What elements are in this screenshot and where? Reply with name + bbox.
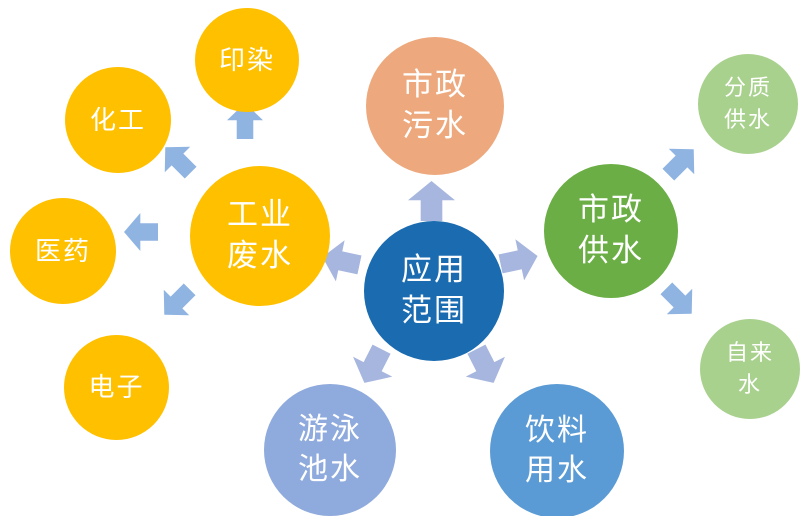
arrow-supply-to-tap-water	[654, 276, 705, 327]
node-quality-water-supply-label: 分质 供水	[723, 75, 772, 132]
arrow-industrial-to-electronics	[152, 277, 203, 328]
node-electronics-label: 电子	[88, 372, 145, 403]
node-pharmaceutical-label: 医药	[34, 235, 91, 266]
node-printing-dyeing-label: 印染	[218, 44, 275, 75]
node-tap-water-label: 自来 水	[725, 340, 774, 397]
node-municipal-supply-label: 市政 供水	[578, 192, 644, 268]
node-application-scope: 应用 范围	[364, 221, 504, 361]
node-beverage-water: 饮料 用水	[490, 384, 624, 516]
node-municipal-supply: 市政 供水	[544, 164, 678, 298]
node-swimming-pool-water: 游泳 池水	[264, 384, 396, 516]
node-chemical: 化工	[65, 67, 171, 173]
node-municipal-sewage-label: 市政 污水	[402, 67, 468, 143]
node-application-scope-label: 应用 范围	[401, 252, 467, 328]
node-tap-water: 自来 水	[700, 319, 800, 419]
node-printing-dyeing: 印染	[195, 8, 299, 112]
node-beverage-water-label: 饮料 用水	[525, 414, 589, 487]
node-swimming-pool-water-label: 游泳 池水	[298, 413, 362, 486]
arrow-center-to-municipal-supply	[496, 236, 542, 285]
arrow-center-to-municipal-sewage	[408, 181, 455, 221]
arrow-industrial-to-pharmaceutical	[124, 213, 158, 251]
node-industrial-wastewater: 工业 废水	[190, 166, 330, 306]
arrow-supply-to-quality-water-supply	[656, 137, 707, 188]
node-chemical-label: 化工	[89, 104, 146, 135]
node-municipal-sewage: 市政 污水	[366, 37, 504, 175]
node-industrial-wastewater-label: 工业 废水	[227, 197, 293, 273]
node-quality-water-supply: 分质 供水	[698, 54, 798, 154]
node-pharmaceutical: 医药	[10, 198, 116, 304]
node-electronics: 电子	[64, 335, 169, 440]
